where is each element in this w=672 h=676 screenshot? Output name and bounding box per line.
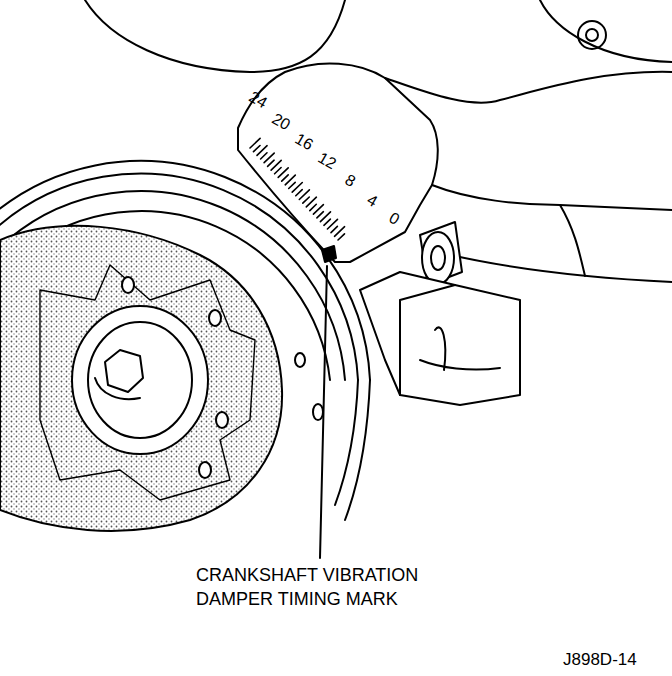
scale-number: 16 (292, 131, 315, 154)
scale-tick (317, 212, 324, 218)
scale-number: 8 (342, 172, 358, 190)
scale-tick (324, 219, 331, 225)
scale-tick (254, 146, 261, 152)
part-label: CRANKSHAFT VIBRATION DAMPER TIMING MARK (196, 563, 424, 611)
scale-tick (331, 226, 337, 232)
scale-tick (275, 168, 282, 174)
scale-tick (289, 182, 296, 188)
scale-number: 0 (386, 210, 402, 228)
scale-tick (296, 190, 302, 196)
scale-tick (268, 160, 275, 166)
scale-tick (303, 197, 310, 203)
scale-tick (338, 234, 345, 240)
figure-id: J898D-14 (563, 651, 637, 668)
scale-tick (261, 153, 267, 159)
scale-tick (310, 204, 317, 210)
scale-number: 20 (269, 111, 292, 134)
scale-tick (282, 175, 289, 181)
scale-number: 24 (246, 89, 269, 112)
scale-number: 4 (364, 192, 380, 210)
scale-number: 12 (315, 150, 338, 173)
